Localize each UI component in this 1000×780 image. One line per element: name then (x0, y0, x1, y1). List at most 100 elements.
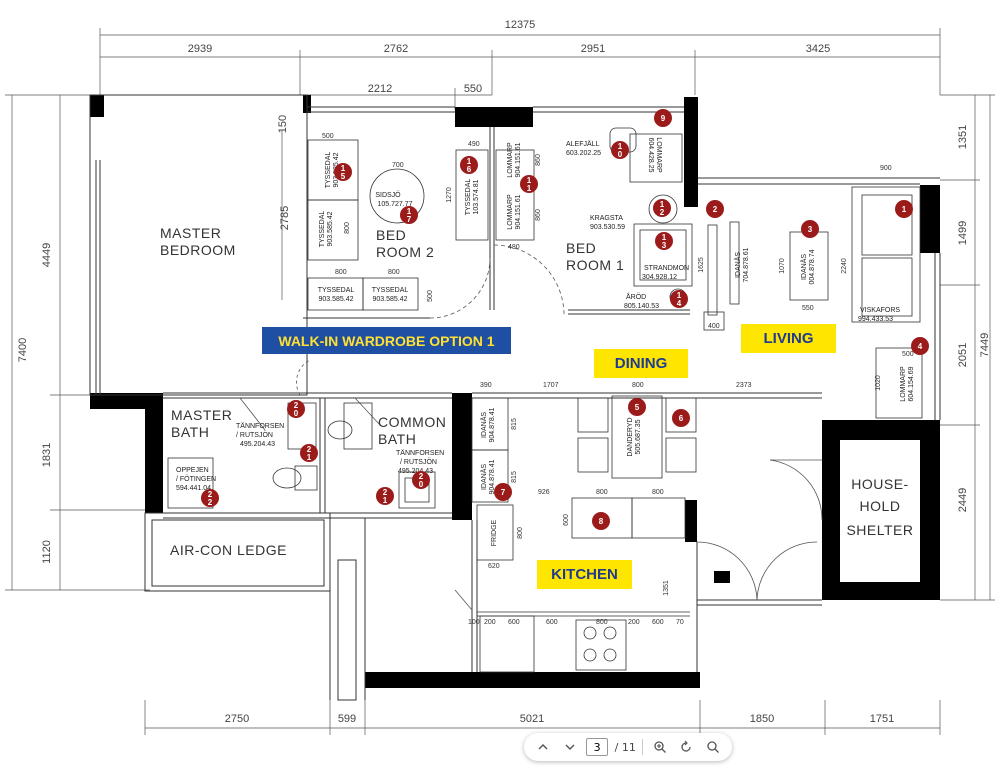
furniture-label: 903.585.42 (372, 296, 407, 303)
marker-number: 1 (677, 291, 682, 300)
living-label: LIVING (741, 324, 836, 353)
furniture-label: TYSSEDAL (465, 179, 472, 216)
marker-number: 5 (341, 172, 346, 181)
dining-dims: 390 1707 800 2373 815 815 926 800 800 60… (468, 382, 752, 626)
dim-bottom: 1850 (750, 713, 774, 725)
marker-number: 0 (618, 150, 623, 159)
dim-left: 2785 (279, 206, 291, 230)
dim-interior: 800 (517, 527, 524, 539)
marker-circle (287, 400, 305, 418)
marker-number: 0 (294, 409, 299, 418)
dim-interior: 600 (563, 514, 570, 526)
furniture-label: 903.530.59 (590, 224, 625, 231)
dim-bottom: 599 (338, 713, 356, 725)
furniture-label: LOMMARP (900, 366, 907, 402)
room-label: BED (376, 227, 406, 243)
furniture-label: 904.878.41 (489, 459, 496, 494)
search-icon[interactable] (703, 737, 723, 757)
dim-bottom: 5021 (520, 713, 544, 725)
marker-badge: 20 (287, 400, 305, 418)
chevron-up-icon[interactable] (533, 737, 553, 757)
furniture-label: DANDERYD (627, 417, 634, 456)
furniture-label: LOMMARP (655, 137, 662, 173)
dim-top: 2762 (384, 43, 408, 55)
marker-circle (654, 109, 672, 127)
dim-interior: 800 (344, 222, 351, 234)
kitchen-label: KITCHEN (537, 560, 632, 589)
furniture-label: ÅRÖD (626, 292, 646, 301)
dim-interior: 800 (596, 489, 608, 496)
furniture-label: TYSSEDAL (372, 287, 409, 294)
marker-badge: 1 (895, 200, 913, 218)
furniture-label: LOMMARP (507, 194, 514, 230)
chevron-down-icon[interactable] (560, 737, 580, 757)
room-label: BEDROOM (160, 242, 236, 258)
dim-left: 4449 (41, 243, 53, 267)
marker-badge: 15 (334, 163, 352, 181)
marker-number: 1 (467, 157, 472, 166)
marker-badge: 2 (706, 200, 724, 218)
furniture-label: LOMMARP (507, 142, 514, 178)
zoom-in-icon[interactable] (650, 737, 670, 757)
dim-interior: 860 (535, 209, 542, 221)
marker-circle (670, 290, 688, 308)
rotate-icon[interactable] (676, 737, 696, 757)
dim-left: 1120 (41, 540, 53, 564)
furniture-label: 604.154.69 (908, 366, 915, 401)
dim-room: 550 (464, 83, 482, 95)
dim-interior: 1707 (543, 382, 559, 389)
room-label: AIR-CON LEDGE (170, 542, 287, 558)
living-furniture (703, 186, 923, 419)
dim-room: 150 (277, 115, 289, 133)
furniture-label: 904.151.61 (515, 142, 522, 177)
furniture-label: IDANÄS (480, 464, 488, 490)
dim-top: 3425 (806, 43, 830, 55)
page-number-input[interactable] (586, 738, 609, 756)
dim-interior: 815 (511, 471, 518, 483)
page-toolbar: / 11 (524, 733, 732, 761)
furniture-label: 994.433.53 (858, 316, 893, 323)
dim-interior: 1351 (663, 580, 670, 596)
marker-circle (334, 163, 352, 181)
marker-number: 2 (660, 208, 665, 217)
marker-circle (655, 232, 673, 250)
furniture-label: TYSSEDAL (319, 211, 326, 248)
dim-interior: 620 (488, 563, 500, 570)
furniture-label: 805.140.53 (624, 303, 659, 310)
marker-circle (400, 206, 418, 224)
dim-left: 7400 (17, 338, 29, 362)
furniture-label: 304.928.12 (642, 274, 677, 281)
marker-circle (300, 444, 318, 462)
furniture-label: SIDSJÖ (375, 191, 401, 199)
dim-interior: 800 (335, 269, 347, 276)
walkin-wardrobe-label: WALK-IN WARDROBE OPTION 1 (262, 327, 511, 354)
dim-interior: 800 (388, 269, 400, 276)
room-label: BATH (171, 424, 209, 440)
dim-total: 12375 (505, 19, 536, 31)
dim-interior: 400 (708, 323, 720, 330)
marker-badge: 6 (672, 409, 690, 427)
marker-circle (911, 337, 929, 355)
marker-number: 0 (419, 480, 424, 489)
furniture-label: 594.441.04 (176, 485, 211, 492)
marker-badge: 4 (911, 337, 929, 355)
marker-number: 2 (294, 401, 299, 410)
furniture-label: TYSSEDAL (325, 152, 332, 189)
marker-number: 6 (679, 414, 684, 423)
dim-interior: 480 (508, 244, 520, 251)
dim-interior: 200 (484, 619, 496, 626)
furniture-label: 603.202.25 (566, 150, 601, 157)
marker-number: 1 (341, 164, 346, 173)
separator (642, 739, 644, 755)
room-label: MASTER (160, 225, 221, 241)
dim-interior: 390 (480, 382, 492, 389)
dim-right: 1351 (957, 125, 969, 149)
dim-right: 1499 (957, 221, 969, 245)
marker-number: 1 (902, 205, 907, 214)
furniture-label: 004.878.74 (809, 249, 816, 284)
room-label: HOLD (860, 498, 901, 514)
room-label: BATH (378, 431, 416, 447)
marker-circle (460, 156, 478, 174)
marker-number: 1 (527, 176, 532, 185)
